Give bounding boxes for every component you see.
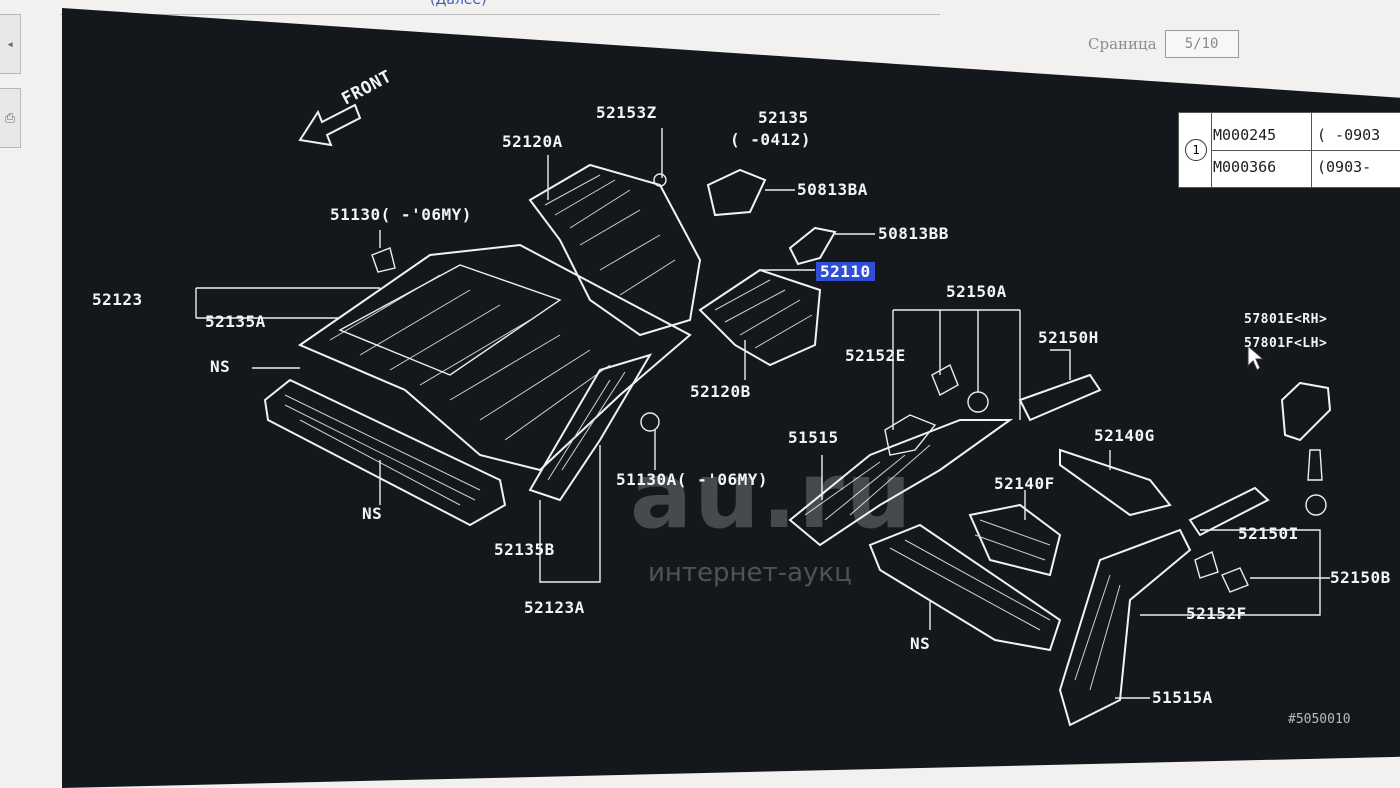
callout-52152f[interactable]: 52152F	[1186, 604, 1247, 623]
watermark-subtitle: интернет-аукц	[648, 558, 852, 588]
callout-52150h[interactable]: 52150H	[1038, 328, 1099, 347]
callout-50813bb[interactable]: 50813BB	[878, 224, 949, 243]
arrow-left-icon: ◂	[6, 36, 14, 52]
table-row: M000366 (0903-	[1213, 153, 1371, 181]
callout-51515[interactable]: 51515	[788, 428, 839, 447]
tunnel-part	[528, 163, 702, 337]
parts-diagram-viewer[interactable]	[62, 8, 1400, 788]
callout-50813ba[interactable]: 50813BA	[797, 180, 868, 199]
page-label: Сраница	[1088, 35, 1157, 53]
front-arrow-icon	[298, 103, 362, 147]
table-divider	[1211, 150, 1400, 151]
callout-52110-selected[interactable]: 52110	[816, 262, 875, 281]
callout-52150a[interactable]: 52150A	[946, 282, 1007, 301]
rear-frame-rail-part	[788, 373, 1172, 652]
front-crossmember-part	[263, 378, 507, 527]
print-icon: ⎙	[4, 110, 16, 126]
callout-52123[interactable]: 52123	[92, 290, 143, 309]
callout-52120a[interactable]: 52120A	[502, 132, 563, 151]
table-row: M000245 ( -0903	[1213, 121, 1380, 149]
callout-52150b[interactable]: 52150B	[1330, 568, 1391, 587]
floor-panel-part	[297, 243, 692, 472]
callout-52140f[interactable]: 52140F	[994, 474, 1055, 493]
callout-52152e[interactable]: 52152E	[845, 346, 906, 365]
callout-51515a[interactable]: 51515A	[1152, 688, 1213, 707]
callout-51130a[interactable]: 51130A( -'06MY)	[616, 470, 768, 489]
callout-52120b[interactable]: 52120B	[690, 382, 751, 401]
rear-bracket-part	[698, 268, 822, 367]
callout-ns-1[interactable]: NS	[210, 357, 231, 376]
callout-52153z[interactable]: 52153Z	[596, 103, 657, 122]
callout-52135b[interactable]: 52135B	[494, 540, 555, 559]
next-link[interactable]: (Далее)	[430, 0, 487, 8]
callout-52135a[interactable]: 52135A	[205, 312, 266, 331]
header-divider	[60, 14, 940, 15]
model-range: (0903-	[1317, 158, 1372, 176]
callout-ns-2[interactable]: NS	[362, 504, 383, 523]
callout-52135[interactable]: 52135	[758, 108, 809, 127]
model-code: M000366	[1213, 158, 1277, 176]
model-reference-table: 1 M000245 ( -0903 M000366 (0903-	[1178, 112, 1400, 188]
collapse-button[interactable]: ◂	[0, 14, 21, 74]
clip-part	[371, 173, 1249, 593]
page-number-field[interactable]: 5/10	[1164, 30, 1239, 58]
left-toolbar: ◂ ⎙	[0, 0, 24, 160]
lower-rail-part	[1058, 486, 1270, 727]
side-sill-part	[528, 353, 653, 502]
leader-lines	[195, 128, 1330, 699]
model-range: ( -0903	[1317, 126, 1381, 144]
callout-52150i[interactable]: 52150I	[1238, 524, 1299, 543]
callout-52135-range: ( -0412)	[730, 130, 812, 149]
reference-marker: 1	[1185, 139, 1207, 161]
callout-52123a[interactable]: 52123A	[524, 598, 585, 617]
callout-52140g[interactable]: 52140G	[1094, 426, 1155, 445]
callout-57801e[interactable]: 57801E<RH>	[1244, 312, 1328, 327]
bracket-bolt-part	[1280, 381, 1332, 516]
model-code: M000245	[1213, 126, 1277, 144]
print-button[interactable]: ⎙	[0, 88, 21, 148]
callout-51130[interactable]: 51130( -'06MY)	[330, 205, 472, 224]
pagination: Сраница 5/10	[1088, 30, 1239, 58]
small-bracket-part	[706, 168, 837, 266]
mouse-cursor-icon	[1247, 344, 1265, 371]
callout-ns-3[interactable]: NS	[910, 634, 931, 653]
callout-57801f[interactable]: 57801F<LH>	[1244, 336, 1328, 351]
figure-code: #5050010	[1288, 712, 1351, 727]
watermark-logo: au.ru	[630, 442, 914, 549]
